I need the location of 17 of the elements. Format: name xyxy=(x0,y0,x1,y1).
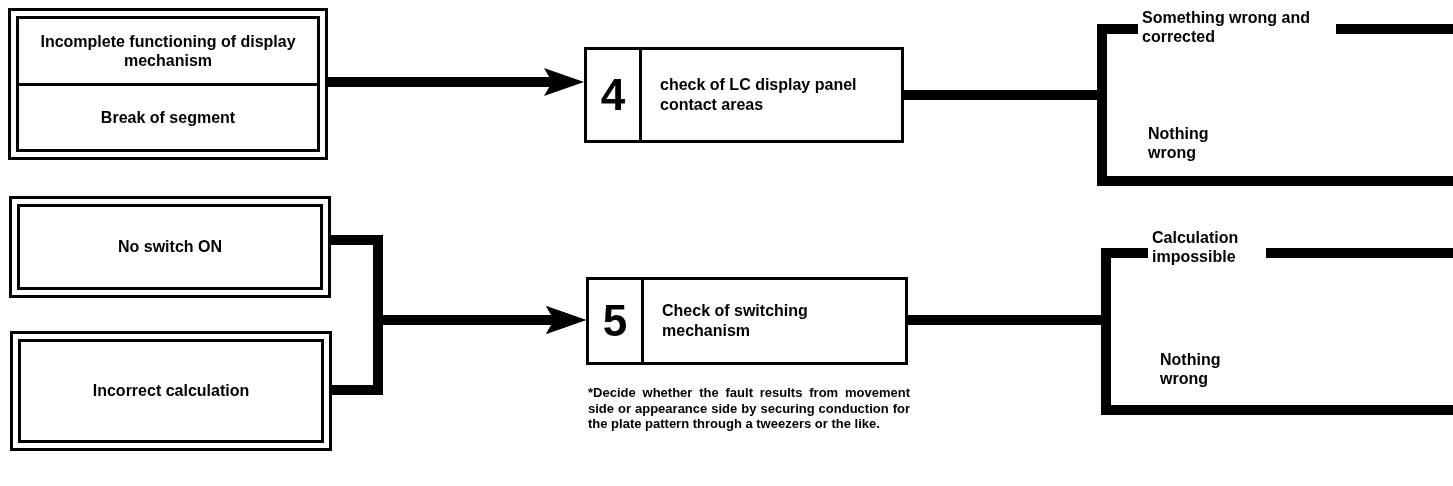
box-text: Incomplete functioning of display mechanism xyxy=(39,31,297,70)
step-number: 4 xyxy=(600,70,626,120)
numbered-step-box xyxy=(584,47,904,143)
double-frame-box xyxy=(8,8,328,160)
box-text: Incorrect calculation xyxy=(92,381,250,401)
box-text: No switch ON xyxy=(118,237,222,257)
step-text: Check of switching mechanism xyxy=(662,301,809,341)
step-number: 5 xyxy=(602,296,628,346)
arrow xyxy=(328,68,584,96)
double-frame-box xyxy=(9,196,331,298)
arrow xyxy=(332,306,586,395)
step-text: check of LC display panel contact areas xyxy=(660,75,858,115)
footnote-text: *Decide whether the fault results from movement side or appearance side by securing conduction for the plate pattern through a tweezers or the like. xyxy=(588,385,910,432)
numbered-step-box xyxy=(586,277,908,365)
box-text: Break of segment xyxy=(100,107,236,127)
double-frame-box xyxy=(10,331,332,451)
edge-label: Calculation impossible xyxy=(1148,228,1266,267)
